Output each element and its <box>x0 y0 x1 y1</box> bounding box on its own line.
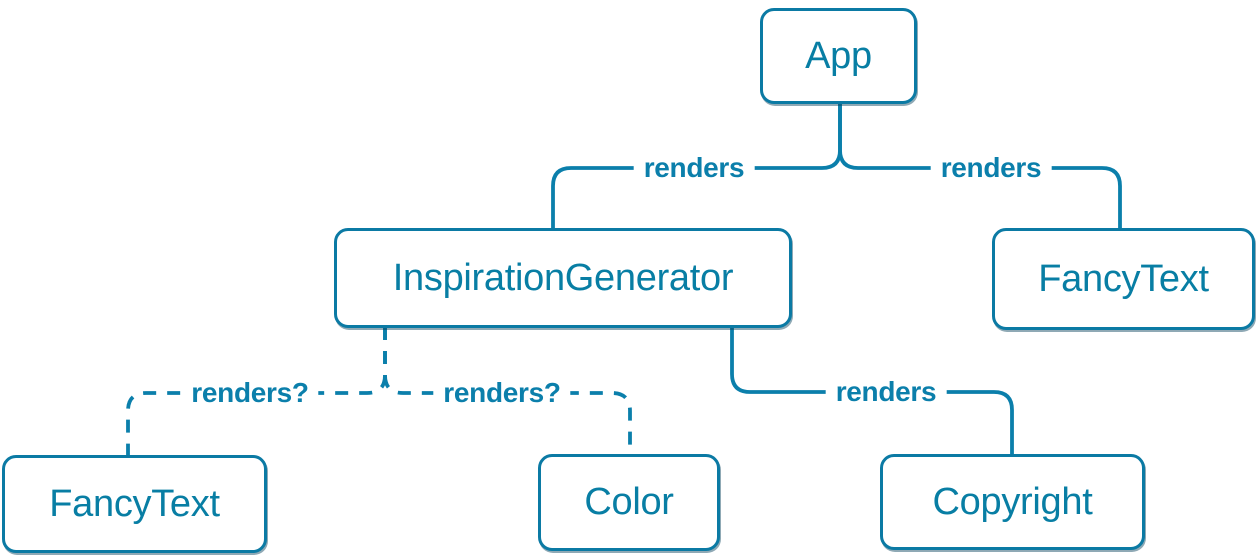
tree-node-app-label: App <box>805 34 872 77</box>
tree-node-color-label: Color <box>584 481 674 523</box>
edge-label-renders-conditional-fancytext: renders? <box>181 375 319 411</box>
edge-inspiration-generator-to-color <box>383 327 632 454</box>
tree-node-inspiration-generator-label: InspirationGenerator <box>392 256 734 299</box>
tree-node-copyright: Copyright <box>880 454 1145 550</box>
tree-node-fancy-text-top: FancyText <box>992 228 1255 330</box>
tree-node-color: Color <box>538 454 720 551</box>
edge-label-renders-conditional-color: renders? <box>433 375 571 411</box>
tree-node-fancy-text-top-label: FancyText <box>1038 257 1209 300</box>
edge-label-renders-app-fancytext: renders <box>930 150 1052 186</box>
edge-label-renders-app-inspiration: renders <box>633 150 755 186</box>
edge-label-renders-copyright: renders <box>825 374 947 410</box>
tree-node-app: App <box>760 8 917 104</box>
tree-node-inspiration-generator: InspirationGenerator <box>334 228 792 328</box>
tree-node-copyright-label: Copyright <box>932 480 1093 523</box>
tree-node-fancy-text-bottom: FancyText <box>2 455 267 553</box>
tree-node-fancy-text-bottom-label: FancyText <box>49 482 220 525</box>
